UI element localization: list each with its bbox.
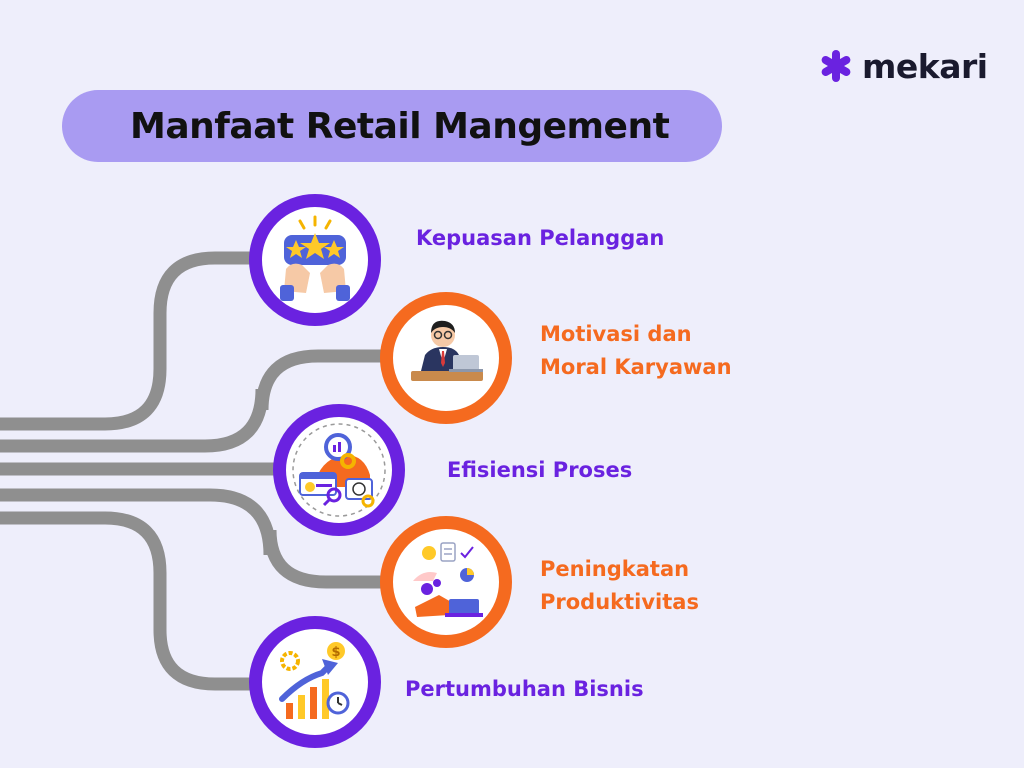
connector-line-4 (0, 488, 390, 589)
brand-name: mekari (862, 46, 988, 86)
connector-line-1 (0, 251, 268, 431)
benefit-node-1 (249, 194, 381, 326)
productivity-icon (413, 542, 483, 617)
connector-line-5 (0, 511, 268, 691)
mekari-logo: mekari (818, 46, 988, 86)
employee-at-laptop-icon (411, 320, 483, 381)
svg-text:$: $ (331, 645, 340, 660)
business-growth-chart-icon: $ (279, 642, 350, 719)
title-banner: Manfaat Retail Mangement (62, 90, 722, 162)
benefit-label-4: Peningkatan Produktivitas (540, 557, 699, 614)
benefit-node-5: $ (249, 616, 381, 748)
benefit-node-4 (380, 516, 512, 648)
mekari-asterisk-icon (821, 50, 851, 82)
benefit-label-5: Pertumbuhan Bisnis (405, 677, 644, 701)
benefit-label-1: Kepuasan Pelanggan (416, 226, 665, 250)
connector-line-2 (0, 349, 390, 453)
benefit-node-2 (380, 292, 512, 424)
benefit-node-3 (273, 404, 405, 536)
page-title: Manfaat Retail Mangement (130, 105, 670, 147)
benefit-label-2: Motivasi dan Moral Karyawan (540, 322, 732, 379)
benefit-label-3: Efisiensi Proses (447, 458, 633, 482)
process-efficiency-icon (292, 423, 386, 517)
customer-satisfaction-stars-icon (280, 215, 350, 301)
